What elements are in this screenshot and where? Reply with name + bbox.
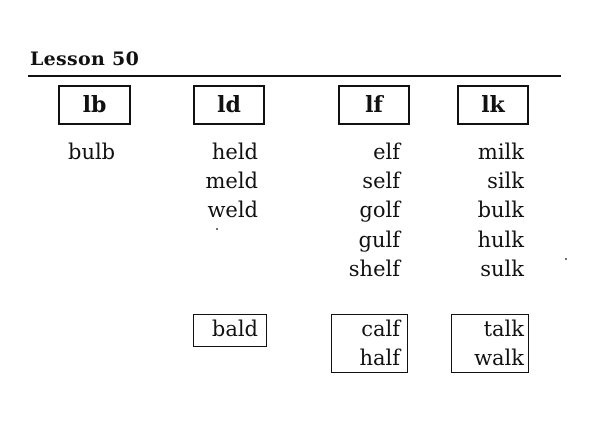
stray-mark: [565, 258, 567, 260]
word-calf: calf: [361, 317, 400, 341]
word-elf: elf: [373, 140, 400, 164]
title-rule: [28, 75, 561, 77]
boxed-group-lk: [451, 314, 529, 373]
word-walk: walk: [474, 346, 524, 370]
word-held: held: [211, 140, 258, 164]
word-hulk: hulk: [477, 228, 525, 252]
stray-mark: [216, 228, 218, 230]
word-half: half: [359, 346, 400, 370]
word-self: self: [362, 169, 400, 193]
header-lk: lk: [457, 85, 529, 125]
header-lf: lf: [338, 85, 410, 125]
word-sulk: sulk: [480, 257, 524, 281]
word-weld: weld: [207, 198, 258, 222]
word-bulb: bulb: [68, 140, 116, 164]
word-bulk: bulk: [477, 198, 524, 222]
header-ld: ld: [193, 85, 265, 125]
word-bald: bald: [211, 317, 258, 341]
lesson-title: Lesson 50: [30, 48, 140, 70]
word-milk: milk: [477, 140, 524, 164]
word-golf: golf: [359, 198, 400, 222]
word-shelf: shelf: [348, 257, 400, 281]
word-silk: silk: [487, 169, 524, 193]
word-talk: talk: [483, 317, 524, 341]
boxed-group-ld: [193, 314, 267, 347]
header-lb: lb: [58, 85, 131, 125]
word-meld: meld: [205, 169, 259, 193]
boxed-group-lf: [331, 314, 408, 373]
word-gulf: gulf: [358, 228, 400, 252]
